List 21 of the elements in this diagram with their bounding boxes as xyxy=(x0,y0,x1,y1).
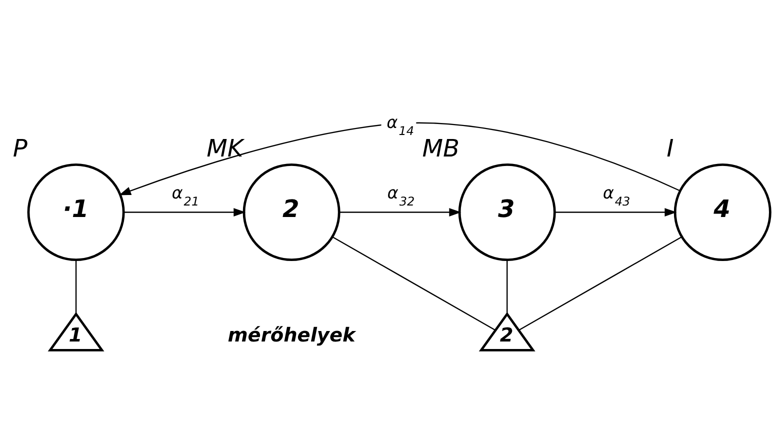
node-label: P xyxy=(12,134,28,162)
arrow xyxy=(124,208,246,216)
node-circle: 4 xyxy=(674,164,772,262)
edge-label: α$_{32}$ xyxy=(387,182,415,209)
node-label: MB xyxy=(422,134,460,162)
edge-label: α$_{21}$ xyxy=(172,182,200,209)
connector xyxy=(518,236,682,331)
node-label: MK xyxy=(206,134,244,162)
edge-label: α$_{14}$ xyxy=(386,112,414,138)
node-circle: 2 xyxy=(242,164,340,262)
arrow xyxy=(554,208,677,216)
connector xyxy=(332,236,496,331)
arrow xyxy=(118,122,680,196)
node-circle: 3 xyxy=(458,164,556,262)
arrow xyxy=(339,208,462,216)
label: mérőhelyek xyxy=(228,323,356,346)
edge-label: α$_{43}$ xyxy=(602,182,630,209)
connector xyxy=(75,260,77,314)
connector xyxy=(506,260,508,314)
node-circle: ·1 xyxy=(27,164,125,262)
node-label: I xyxy=(666,134,674,162)
